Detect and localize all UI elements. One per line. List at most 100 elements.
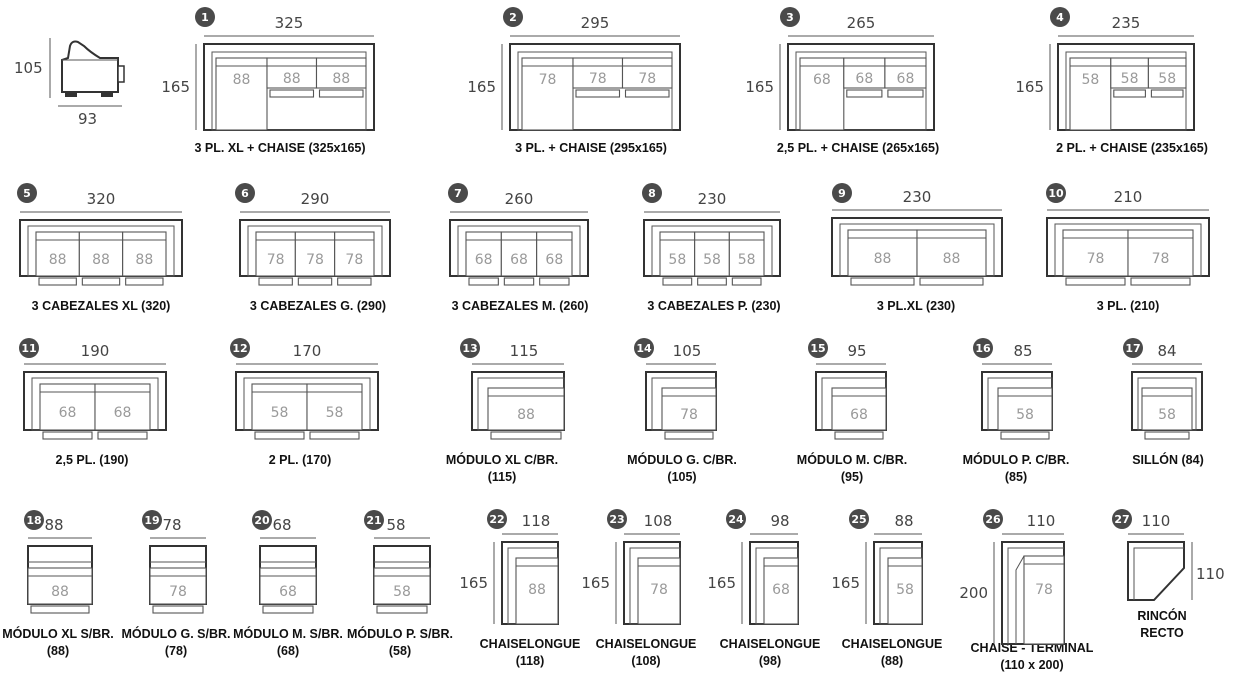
- model-name: MÓDULO M. C/BR.: [797, 452, 907, 467]
- item-number-badge: [235, 183, 255, 203]
- item-number: 24: [728, 513, 744, 526]
- seat-footrest: [1000, 431, 1050, 440]
- model-name: MÓDULO XL C/BR.: [446, 452, 558, 467]
- seat-width: 88: [943, 251, 961, 267]
- item-number: 16: [975, 342, 991, 355]
- item-number-badge: [983, 509, 1003, 529]
- seat-width: 78: [267, 252, 285, 268]
- seat-footrest: [503, 277, 535, 286]
- seat-footrest: [258, 277, 293, 286]
- seat-cushion: [728, 231, 765, 277]
- backrest-inner: [211, 51, 367, 131]
- item-number-badge: [17, 183, 37, 203]
- chaise-seat: [887, 557, 923, 625]
- seat-width: 78: [589, 71, 607, 87]
- item-number: 8: [648, 187, 656, 200]
- item-number: 6: [241, 187, 249, 200]
- seat-footrest: [1065, 277, 1126, 286]
- seat-width: 78: [169, 584, 187, 600]
- seat-footrest: [834, 431, 884, 440]
- model-name: (95): [841, 470, 863, 484]
- item-number: 27: [1114, 513, 1129, 526]
- item-number: 18: [26, 514, 41, 527]
- seat-width: 78: [345, 252, 363, 268]
- width-dimension: 58: [386, 516, 405, 534]
- item-number: 2: [509, 11, 517, 24]
- item-number-badge: [1046, 183, 1066, 203]
- seat-footrest: [38, 277, 77, 286]
- width-dimension: 170: [293, 342, 322, 360]
- width-dimension: 78: [162, 516, 181, 534]
- seat-width: 68: [855, 71, 873, 87]
- backrest-inner: [1007, 547, 1064, 644]
- item-number: 10: [1048, 187, 1064, 200]
- seat-footrest: [152, 605, 204, 614]
- seat-width: 68: [545, 252, 563, 268]
- seat-cushion: [500, 231, 538, 277]
- seat-width: 68: [510, 252, 528, 268]
- width-dimension: 88: [44, 516, 63, 534]
- seat-cushion: [997, 387, 1053, 431]
- corner-outline: [1127, 541, 1185, 601]
- seat-cushion: [315, 57, 367, 89]
- item-number-badge: [726, 509, 746, 529]
- item-number: 3: [786, 11, 794, 24]
- item-number-badge: [607, 509, 627, 529]
- item-number: 12: [232, 342, 247, 355]
- seat-width: 78: [306, 252, 324, 268]
- item-number-badge: [849, 509, 869, 529]
- model-name: (110 x 200): [1000, 658, 1063, 672]
- seat-width: 58: [738, 252, 756, 268]
- seat-footrest: [919, 277, 984, 286]
- model-name: 2,5 PL. (190): [56, 453, 129, 467]
- seat-cushion: [259, 567, 317, 605]
- side-view-reference: 105 93: [14, 38, 125, 128]
- item-number-badge: [364, 510, 384, 530]
- model-name: (85): [1005, 470, 1027, 484]
- seat-cushion: [621, 57, 673, 89]
- chaise-seat: [637, 557, 681, 625]
- model-name: RECTO: [1140, 626, 1184, 640]
- width-dimension: 325: [275, 14, 304, 32]
- seat-width: 78: [1035, 582, 1053, 598]
- width-dimension: 110: [1142, 512, 1171, 530]
- width-dimension: 265: [847, 14, 876, 32]
- seat-footrest: [539, 277, 570, 286]
- seat-width: 68: [279, 584, 297, 600]
- width-dimension: 118: [522, 512, 551, 530]
- chaise-seat: [1023, 555, 1065, 645]
- depth-dimension: 165: [707, 574, 736, 592]
- seat-width: 78: [539, 72, 557, 88]
- seat-width: 68: [772, 582, 790, 598]
- item-number-badge: [460, 338, 480, 358]
- seat-footrest: [269, 89, 315, 98]
- item-number: 23: [609, 513, 624, 526]
- seat-width: 58: [668, 252, 686, 268]
- width-dimension: 98: [770, 512, 789, 530]
- seat-cushion: [661, 387, 717, 431]
- seat-width: 78: [1087, 251, 1105, 267]
- item-number: 17: [1125, 342, 1140, 355]
- model-name: MÓDULO XL S/BR.: [2, 626, 114, 641]
- seat-cushion: [266, 57, 318, 89]
- seat-footrest: [125, 277, 164, 286]
- item-number: 1: [201, 11, 209, 24]
- seat-cushion: [659, 231, 696, 277]
- item-number-badge: [503, 7, 523, 27]
- seat-footrest: [731, 277, 762, 286]
- seat-width: 88: [874, 251, 892, 267]
- model-name: 2 PL. (170): [269, 453, 332, 467]
- width-dimension: 105: [673, 342, 702, 360]
- item-number: 21: [366, 514, 381, 527]
- item-number: 9: [838, 187, 846, 200]
- item-number: 26: [985, 513, 1001, 526]
